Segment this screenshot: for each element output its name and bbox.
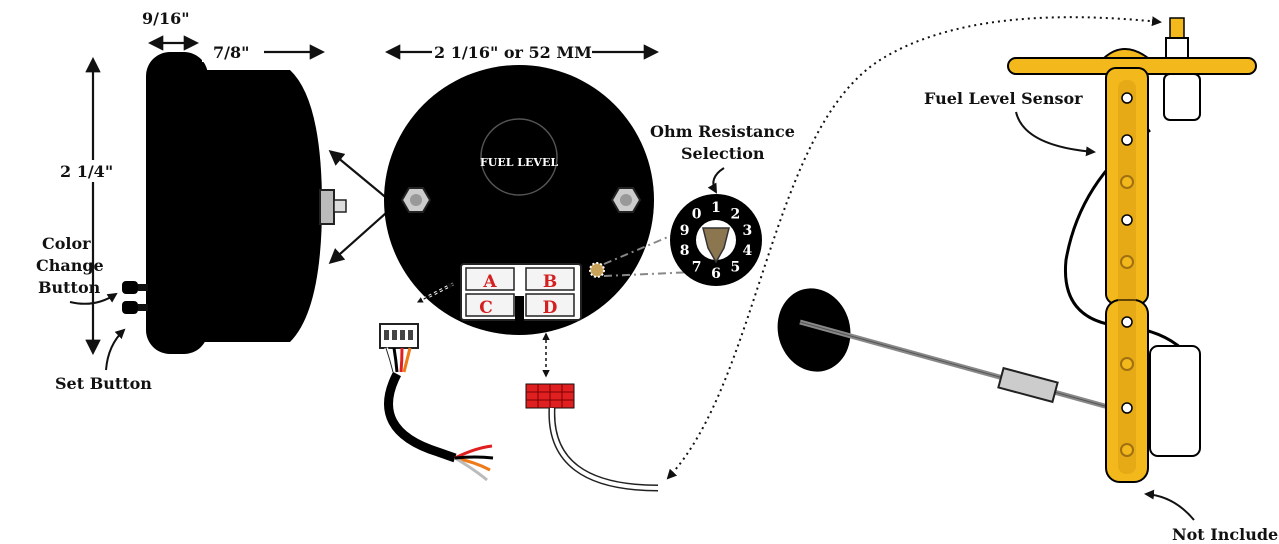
dial-number-4: 4	[743, 243, 753, 259]
resistance-selector-small	[589, 262, 605, 278]
pin-b-label: B	[543, 272, 557, 292]
dial-number-6: 6	[711, 266, 721, 282]
float	[777, 288, 851, 372]
gauge-side-view	[122, 52, 347, 354]
gauge-center-ring	[480, 118, 558, 196]
gauge-back-view: FUEL LEVEL A B C D	[384, 65, 654, 335]
dial-number-7: 7	[692, 260, 702, 276]
color-change-label-2: Change	[36, 256, 104, 275]
gauge-back-face	[384, 65, 654, 335]
pin-c-label: C	[479, 298, 493, 318]
ohm-label-line2: Selection	[681, 144, 765, 163]
ohm-label-line1: Ohm Resistance	[650, 122, 795, 141]
set-button	[122, 301, 138, 314]
dial-number-5: 5	[731, 260, 741, 276]
fuel-sensor-label: Fuel Level Sensor	[924, 89, 1083, 108]
diameter-label: 2 1/16" or 52 MM	[434, 43, 592, 62]
dial-number-9: 9	[680, 223, 690, 239]
pin-d-label: D	[543, 298, 558, 318]
fuel-level-sensor	[777, 17, 1257, 483]
wire-harness-left	[379, 282, 494, 482]
rod-clamp	[997, 366, 1059, 404]
color-change-button	[122, 281, 138, 294]
color-change-label-3: Button	[38, 278, 101, 297]
dial-number-0: 0	[692, 206, 702, 222]
dial-number-8: 8	[680, 243, 690, 259]
gauge-body-side	[195, 70, 322, 342]
body-depth-label: 7/8"	[213, 43, 249, 62]
height-label: 2 1/4"	[60, 162, 113, 181]
dial-number-1: 1	[711, 200, 721, 216]
gauge-bezel-side	[146, 52, 208, 354]
set-button-label: Set Button	[55, 374, 152, 393]
bezel-width-label: 9/16"	[142, 9, 190, 28]
gauge-face-label: FUEL LEVEL	[480, 156, 558, 169]
pin-a-label: A	[482, 272, 497, 292]
color-change-label-1: Color	[42, 234, 91, 253]
mounting-stud	[319, 189, 335, 225]
wire-harness-right	[525, 332, 659, 492]
not-included-label: Not Included	[1172, 525, 1279, 544]
dial-number-2: 2	[731, 206, 741, 222]
connector-block: A B C D	[460, 263, 582, 324]
dial-number-3: 3	[743, 223, 753, 239]
sensor-tube-lower	[1105, 299, 1149, 483]
